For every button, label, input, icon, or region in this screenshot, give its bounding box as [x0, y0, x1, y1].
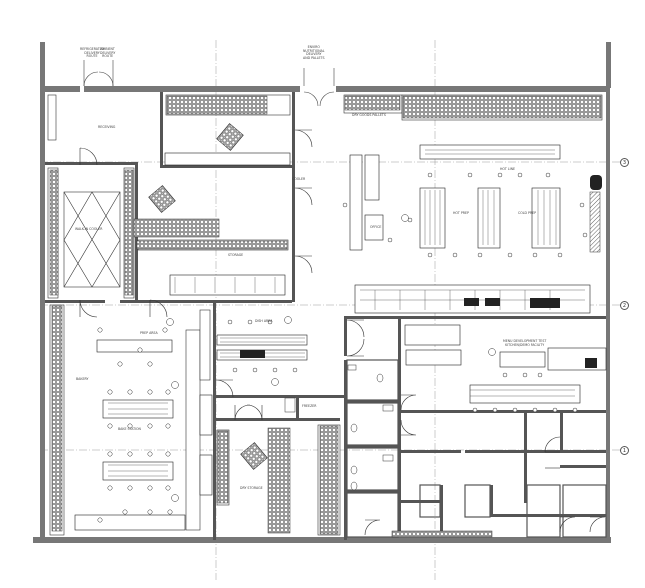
label-freezer: FREEZER — [302, 404, 317, 408]
label-hot-prep: HOT PREP — [453, 211, 469, 215]
label-prep-area: PREP AREA — [140, 331, 158, 335]
dark-equipment — [240, 175, 602, 368]
interior-walls — [45, 92, 606, 540]
label-cold-prep: COLD PREP — [518, 211, 537, 215]
label-bakery: BAKERY — [76, 377, 89, 381]
label-dry-storage: DRY STORAGE — [240, 486, 263, 490]
pallets — [148, 123, 268, 470]
equipment-details — [108, 149, 585, 477]
louver — [391, 530, 493, 538]
stools — [97, 172, 588, 523]
exterior-walls — [33, 42, 611, 543]
label-dry-goods: DRY GOODS PALLETS — [352, 113, 386, 117]
door-swings — [79, 129, 606, 536]
grid-bubble-1: 1 — [620, 446, 629, 455]
label-bake-station: BAKE STATION — [118, 427, 141, 431]
label-storage: STORAGE — [228, 253, 244, 257]
rack-units — [49, 95, 602, 535]
label-hot-line: HOT LINE — [500, 167, 515, 171]
label-receiving: RECEIVING — [98, 125, 116, 129]
grid-bubble-2: 2 — [620, 301, 629, 310]
walk-in-cooler — [63, 191, 121, 288]
label-dish-area: DISH AREA — [255, 319, 273, 323]
label-walk-in-cooler: WALK-IN COOLER — [75, 227, 103, 231]
grid-bubble-3: 3 — [620, 158, 629, 167]
delivery-doors — [83, 60, 335, 107]
label-cooler: COOLER — [292, 177, 306, 181]
restroom-fixtures — [284, 364, 394, 491]
worktables — [74, 144, 607, 531]
label-office: OFFICE — [370, 225, 382, 229]
partitions — [346, 359, 607, 538]
